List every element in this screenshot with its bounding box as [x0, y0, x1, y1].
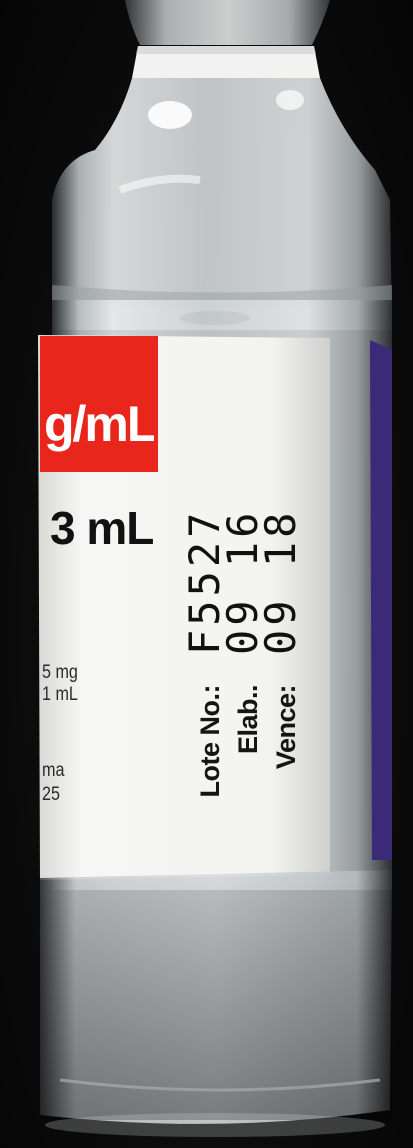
- manufacturer-fragment: ma: [42, 760, 65, 781]
- composition-line: 5 mg: [42, 662, 78, 683]
- volume-text: 3 mL: [50, 502, 154, 554]
- lot-key: Vence:: [271, 685, 301, 770]
- lot-value: 09 18: [256, 508, 305, 655]
- code-fragment: 25: [42, 784, 60, 805]
- lot-row: Vence: 09 18: [256, 509, 305, 860]
- composition-line: 1 mL: [42, 684, 78, 705]
- dose-concentration-fragment: g/mL: [44, 396, 154, 452]
